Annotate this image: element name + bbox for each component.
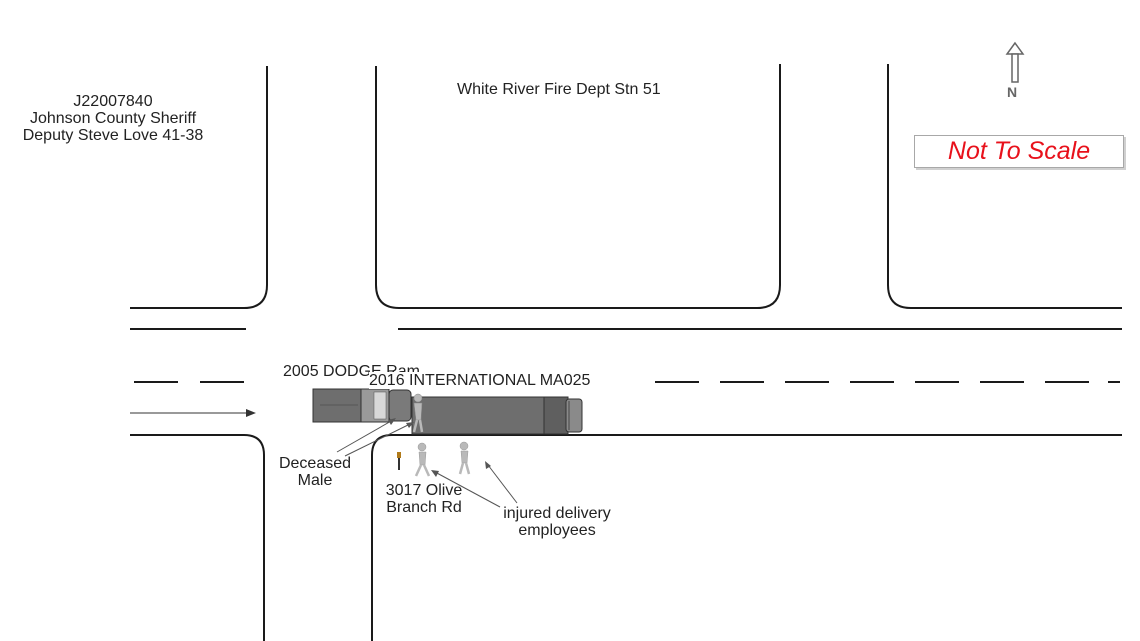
address-label: 3017 Olive Branch Rd	[373, 482, 475, 516]
injured-employees-label: injured delivery employees	[484, 505, 630, 539]
truck-hood	[565, 398, 583, 433]
truck-vehicle	[411, 396, 583, 435]
fire-station-label: White River Fire Dept Stn 51	[457, 81, 661, 98]
deceased-label-line1: Deceased	[278, 455, 352, 472]
curb-northwest	[130, 66, 268, 309]
truck-box	[411, 396, 545, 435]
case-info-block: J22007840 Johnson County Sheriff Deputy …	[4, 93, 222, 144]
officer-name: Deputy Steve Love 41-38	[22, 127, 204, 144]
curb-northeast	[887, 64, 1122, 309]
case-number: J22007840	[73, 93, 153, 110]
truck-vehicle-label: 2016 INTERNATIONAL MA025	[369, 372, 593, 389]
travel-direction-arrow	[130, 409, 256, 417]
north-arrow-icon	[1005, 41, 1025, 83]
address-line1: 3017 Olive	[385, 482, 463, 499]
injured-figure-icon-2	[458, 441, 471, 475]
truck-cab	[543, 396, 569, 435]
pickup-vehicle	[312, 388, 412, 423]
deceased-label: Deceased Male	[268, 455, 362, 489]
small-object-icon	[397, 452, 401, 470]
curb-southwest	[130, 434, 265, 641]
leader-lines	[336, 418, 518, 508]
deceased-label-line2: Male	[297, 472, 333, 489]
not-to-scale-text: Not To Scale	[947, 137, 1091, 165]
injured-label-line1: injured delivery	[503, 505, 611, 522]
address-line2: Branch Rd	[386, 499, 462, 516]
pickup-hood	[388, 389, 412, 422]
compass-north-letter: N	[1007, 84, 1018, 100]
injured-label-line2: employees	[518, 522, 596, 539]
agency-name: Johnson County Sheriff	[29, 110, 197, 127]
injured-figure-icon-1	[414, 442, 431, 477]
deceased-figure-icon	[412, 393, 424, 433]
not-to-scale-badge: Not To Scale	[914, 135, 1124, 168]
curb-north-center	[375, 64, 781, 309]
